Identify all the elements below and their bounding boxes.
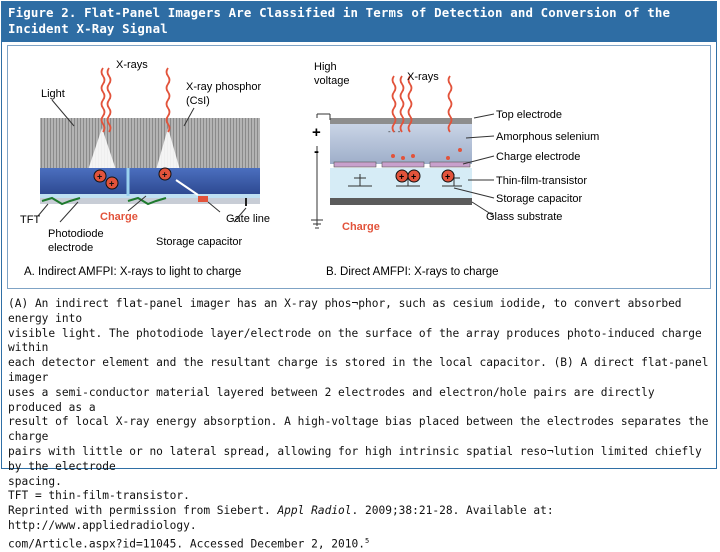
panel-b-xrays-label: X-rays bbox=[407, 71, 439, 83]
panel-a-charge-label: Charge bbox=[100, 211, 138, 223]
caption-line: uses a semi-conductor material layered b… bbox=[8, 385, 655, 414]
light-cone-2 bbox=[156, 128, 180, 170]
reprint-url: com/Article.aspx?id=11045. Accessed Dece… bbox=[8, 537, 365, 551]
figure-header: Figure 2. Flat-Panel Imagers Are Classif… bbox=[2, 2, 716, 42]
xray-wave bbox=[165, 67, 171, 133]
panel-a-phosphor-label: X-ray phosphor bbox=[186, 81, 262, 93]
reprint-prefix: Reprinted with permission from Siebert. bbox=[8, 504, 271, 518]
charge-electrode bbox=[381, 161, 425, 168]
panel-a-xrays-label: X-rays bbox=[116, 59, 148, 71]
photodiode-layer bbox=[40, 168, 260, 194]
panel-a-storage-capacitor-label: Storage capacitor bbox=[156, 236, 243, 248]
xray-wave bbox=[447, 75, 453, 133]
svg-text:+: + bbox=[97, 172, 102, 182]
panel-a-photodiode-label: Photodiode bbox=[48, 228, 104, 240]
svg-text:+: + bbox=[162, 170, 167, 180]
charge-ball bbox=[93, 169, 107, 183]
figure-title: Figure 2. Flat-Panel Imagers Are Classif… bbox=[8, 5, 671, 36]
charge-ball bbox=[407, 169, 421, 183]
svg-text:+: + bbox=[411, 172, 416, 182]
panel-a-caption: A. Indirect AMFPI: X-rays to light to ch… bbox=[24, 266, 241, 278]
charge-ball bbox=[158, 167, 172, 181]
panel-a-gate-line-label: Gate line bbox=[226, 213, 270, 225]
caption-line: pairs with little or no lateral spread, … bbox=[8, 444, 702, 473]
tft-trace bbox=[41, 196, 81, 206]
xray-wave bbox=[100, 67, 106, 133]
reprint-credit: Reprinted with permission from Siebert. … bbox=[8, 504, 713, 534]
charge-ball bbox=[105, 176, 119, 190]
figure-caption: (A) An indirect flat-panel imager has an… bbox=[8, 297, 713, 552]
reprint-url-line: com/Article.aspx?id=11045. Accessed Dece… bbox=[8, 534, 713, 552]
panel-b-tft-label: Thin-film-transistor bbox=[496, 175, 587, 187]
panel-b-caption: B. Direct AMFPI: X-rays to charge bbox=[326, 266, 499, 278]
charge-electrode bbox=[333, 161, 377, 168]
panel-a-substrate bbox=[40, 198, 260, 204]
panel-a-tft-label: TFT bbox=[20, 214, 40, 226]
charge-electrode bbox=[429, 161, 471, 168]
svg-text:+: + bbox=[109, 179, 114, 189]
panel-b-glass-substrate-label: Glass substrate bbox=[486, 211, 562, 223]
panel-b-charge-label: Charge bbox=[342, 221, 380, 233]
caption-line: spacing. bbox=[8, 474, 62, 488]
panel-b-amorphous-selenium-label: Amorphous selenium bbox=[496, 131, 599, 143]
panel-a-phosphor-sub-label: (CsI) bbox=[186, 95, 210, 107]
panel-b-high-voltage-sub-label: voltage bbox=[314, 75, 349, 87]
reference-number: 5 bbox=[364, 536, 370, 545]
caption-line: (A) An indirect flat-panel imager has an… bbox=[8, 297, 682, 325]
top-electrode bbox=[330, 118, 472, 124]
abbreviation-note: TFT = thin-film-transistor. bbox=[8, 489, 190, 503]
panel-b-high-voltage-label: High bbox=[314, 61, 337, 73]
caption-line: result of local X-ray energy absorption.… bbox=[8, 415, 709, 444]
glass-substrate bbox=[330, 198, 472, 205]
csi-phosphor-layer bbox=[40, 118, 260, 168]
svg-text:+: + bbox=[445, 172, 450, 182]
panel-b-storage-capacitor-label: Storage capacitor bbox=[496, 193, 583, 205]
charge-ball bbox=[441, 169, 455, 183]
panel-a-light-label: Light bbox=[41, 88, 65, 100]
svg-text:+: + bbox=[399, 172, 404, 182]
panel-b-direct: + + + - - - + - bbox=[311, 61, 599, 278]
panel-a-photodiode-sub-label: electrode bbox=[48, 242, 93, 254]
xray-wave bbox=[407, 75, 413, 133]
caption-line: visible light. The photodiode layer/elec… bbox=[8, 326, 702, 355]
light-cone-1 bbox=[88, 128, 116, 170]
journal-name: Appl Radiol bbox=[277, 504, 352, 518]
xray-wave bbox=[391, 75, 397, 133]
battery-minus-sign: - bbox=[314, 143, 319, 160]
panel-a-indirect: + + + X-rays Light bbox=[20, 59, 270, 278]
caption-line: each detector element and the resultant … bbox=[8, 356, 709, 384]
panel-b-top-electrode-label: Top electrode bbox=[496, 109, 562, 121]
storage-capacitor-a bbox=[198, 196, 208, 202]
xray-wave bbox=[106, 67, 112, 133]
xray-wave bbox=[399, 75, 405, 133]
figure-image-panel: + + + X-rays Light bbox=[7, 45, 711, 289]
fpi-diagram: + + + X-rays Light bbox=[20, 59, 599, 278]
panel-b-charge-electrode-label: Charge electrode bbox=[496, 151, 580, 163]
battery-plus-sign: + bbox=[312, 124, 321, 141]
